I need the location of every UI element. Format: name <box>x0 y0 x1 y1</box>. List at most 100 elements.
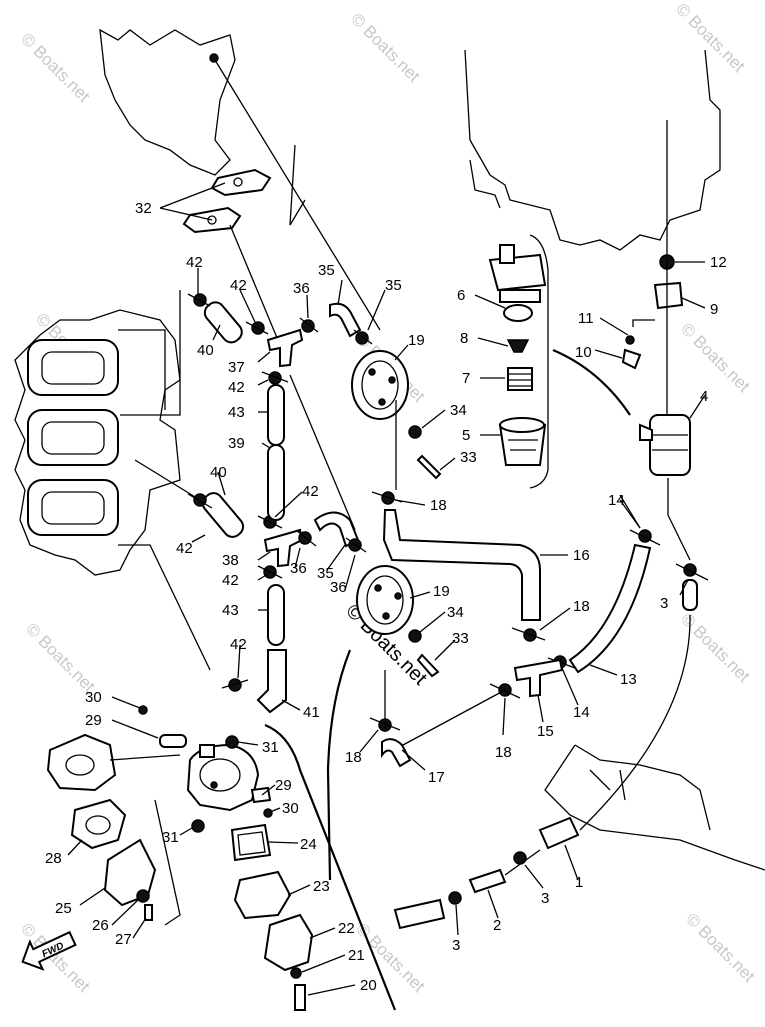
callout-40: 40 <box>197 342 214 359</box>
callout-35: 35 <box>318 262 335 279</box>
leader-line <box>120 290 181 416</box>
watermark: © Boats.net <box>682 909 759 986</box>
cylinder-block <box>14 309 211 671</box>
clip-30 <box>138 705 148 715</box>
leader-line <box>229 224 281 346</box>
watermark: © Boats.net <box>672 0 749 76</box>
bracket-line <box>264 723 397 1011</box>
fuel-filter-4 <box>639 414 691 476</box>
watermark: © Boats.net <box>22 619 99 696</box>
hose-clip-42 <box>221 678 249 692</box>
powerhead-outline <box>464 49 721 251</box>
callout-leaders <box>67 182 706 996</box>
callout-40: 40 <box>210 464 227 481</box>
leader-line <box>109 754 181 926</box>
gasket-6 <box>503 304 533 322</box>
bolt-33-upper <box>416 454 442 480</box>
leader-line <box>214 59 381 331</box>
bolt-20 <box>294 984 306 1011</box>
hose-16 <box>382 509 541 621</box>
callout-14: 14 <box>573 704 590 721</box>
lower-unit-outline <box>544 744 765 871</box>
callout-19: 19 <box>433 583 450 600</box>
callout-6: 6 <box>457 287 465 304</box>
hose-clip-36 <box>345 537 367 553</box>
callout-7: 7 <box>462 370 470 387</box>
gasket-lower <box>70 798 127 850</box>
hose-clip-36 <box>353 329 373 345</box>
watermark: © Boats.net <box>677 319 754 396</box>
upper-bracket-outline <box>99 28 236 176</box>
watermark: © Boats.net <box>347 9 424 86</box>
spring-27 <box>144 904 153 921</box>
callout-3: 3 <box>452 937 460 954</box>
callout-3: 3 <box>660 595 668 612</box>
leader-line <box>402 689 506 746</box>
callout-21: 21 <box>348 947 365 964</box>
bracket-bolt <box>209 53 219 63</box>
gasket-32-upper <box>210 168 272 197</box>
callout-43: 43 <box>228 404 245 421</box>
clip-30 <box>263 808 273 818</box>
hose-clip-36 <box>299 317 319 333</box>
callout-29: 29 <box>85 712 102 729</box>
hose-clip-42 <box>187 293 211 307</box>
leader-line <box>504 849 541 876</box>
gasket-28-hole <box>65 754 95 776</box>
callout-42: 42 <box>222 572 239 589</box>
fuel-pump-body <box>186 743 260 812</box>
watermark: © Boats.net <box>17 29 94 106</box>
hose-29 <box>159 734 187 748</box>
callout-labels: 32 35 35 36 42 42 40 37 42 43 39 40 42 4… <box>45 200 727 994</box>
connector-2 <box>468 868 507 894</box>
gasket-hole <box>207 215 217 225</box>
callout-39: 39 <box>228 435 245 452</box>
connector-15 <box>513 658 564 698</box>
callout-18: 18 <box>495 744 512 761</box>
callout-29: 29 <box>275 777 292 794</box>
callout-17: 17 <box>428 769 445 786</box>
callout-20: 20 <box>360 977 377 994</box>
callout-22: 22 <box>338 920 355 937</box>
hose-clip-42 <box>257 565 283 579</box>
hose-40-upper <box>203 301 243 344</box>
callout-34: 34 <box>450 402 467 419</box>
fuel-filter-assembly <box>488 244 547 466</box>
callout-18: 18 <box>573 598 590 615</box>
hose-13 <box>568 543 652 674</box>
fuel-pump-19-lower <box>356 565 414 635</box>
callout-42: 42 <box>186 254 203 271</box>
hose-40-lower <box>201 492 245 538</box>
hose-clip-42 <box>261 371 289 385</box>
nut-34-lower <box>408 629 422 643</box>
hose-35-lower <box>313 511 360 548</box>
callout-5: 5 <box>462 427 470 444</box>
callout-9: 9 <box>710 301 718 318</box>
screw-31 <box>191 819 205 833</box>
callout-42: 42 <box>228 379 245 396</box>
callout-36: 36 <box>293 280 310 297</box>
callout-25: 25 <box>55 900 72 917</box>
leader-line <box>632 319 655 327</box>
callout-35: 35 <box>317 565 334 582</box>
fitting-1 <box>538 816 580 850</box>
hose-clip-18 <box>371 491 403 505</box>
lower-unit-detail <box>589 769 626 801</box>
callout-35: 35 <box>385 277 402 294</box>
gasket-hole <box>85 815 111 835</box>
clip-3 <box>448 891 462 905</box>
callout-19: 19 <box>408 332 425 349</box>
screw-26 <box>136 889 150 903</box>
callout-33: 33 <box>452 630 469 647</box>
hose-line <box>326 649 352 881</box>
callout-34: 34 <box>447 604 464 621</box>
cover-22 <box>263 913 314 972</box>
callout-36: 36 <box>330 579 347 596</box>
plate-23 <box>233 870 292 920</box>
hose-35-upper <box>329 302 362 338</box>
hose-43-lower <box>267 584 285 646</box>
bracket-9 <box>653 281 684 310</box>
powerhead-detail <box>469 159 501 209</box>
fuel-line <box>552 348 631 416</box>
